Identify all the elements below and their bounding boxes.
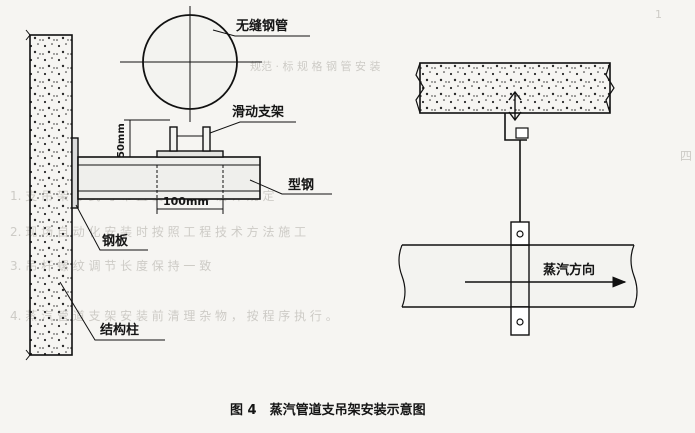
column-break-bottom bbox=[25, 349, 31, 361]
slab-break-left bbox=[415, 62, 425, 114]
right-diagram: 蒸汽方向 bbox=[398, 62, 638, 336]
bg-page-marker: 1 bbox=[655, 8, 662, 21]
bg-line-2: 2. 现 场 自 动 化 安 装 时 按 照 工 程 技 术 方 法 施 工 bbox=[10, 224, 306, 239]
bg-line-4: 4. 蒸 汽 管 道 支 架 安 装 前 清 理 杂 物 ， 按 程 序 执 行… bbox=[10, 308, 338, 323]
steel-plate bbox=[71, 137, 79, 209]
leader-steel-plate bbox=[75, 204, 148, 251]
label-seamless-pipe: 无缝钢管 bbox=[235, 18, 288, 34]
sliding-support bbox=[169, 126, 211, 152]
structural-column bbox=[29, 34, 73, 356]
sliding-support-base bbox=[156, 150, 224, 158]
pipe-clamp bbox=[510, 221, 530, 336]
steam-pipe bbox=[398, 244, 638, 308]
leader-seamless-pipe bbox=[212, 29, 310, 37]
dim-100-label: 100mm bbox=[163, 195, 209, 208]
leader-structural-column bbox=[59, 281, 165, 341]
dim-50-label: 50mm bbox=[116, 123, 127, 158]
column-break-top bbox=[25, 29, 31, 41]
section-steel bbox=[77, 156, 261, 200]
bg-section-marker: 四 bbox=[680, 149, 692, 163]
bg-line-0: 规范 · 标 规 格 钢 管 安 装 bbox=[250, 59, 380, 73]
label-steel-plate: 钢板 bbox=[102, 233, 129, 249]
label-steam-direction: 蒸汽方向 bbox=[543, 262, 595, 278]
leader-section-steel bbox=[249, 179, 332, 195]
leader-sliding-support bbox=[209, 121, 296, 134]
slab-break-right bbox=[605, 62, 615, 114]
label-section-steel: 型钢 bbox=[288, 177, 314, 193]
anchor-arrow-up bbox=[508, 90, 522, 101]
anchor-arrow-down bbox=[508, 111, 522, 122]
label-sliding-support: 滑动支架 bbox=[232, 104, 284, 120]
figure-caption: 图 4 蒸汽管道支吊架安装示意图 bbox=[230, 402, 426, 418]
left-diagram: 50mm 100mm 无缝钢管 滑动支架 型钢 钢板 结构柱 bbox=[25, 6, 332, 361]
label-structural-column: 结构柱 bbox=[100, 322, 139, 338]
